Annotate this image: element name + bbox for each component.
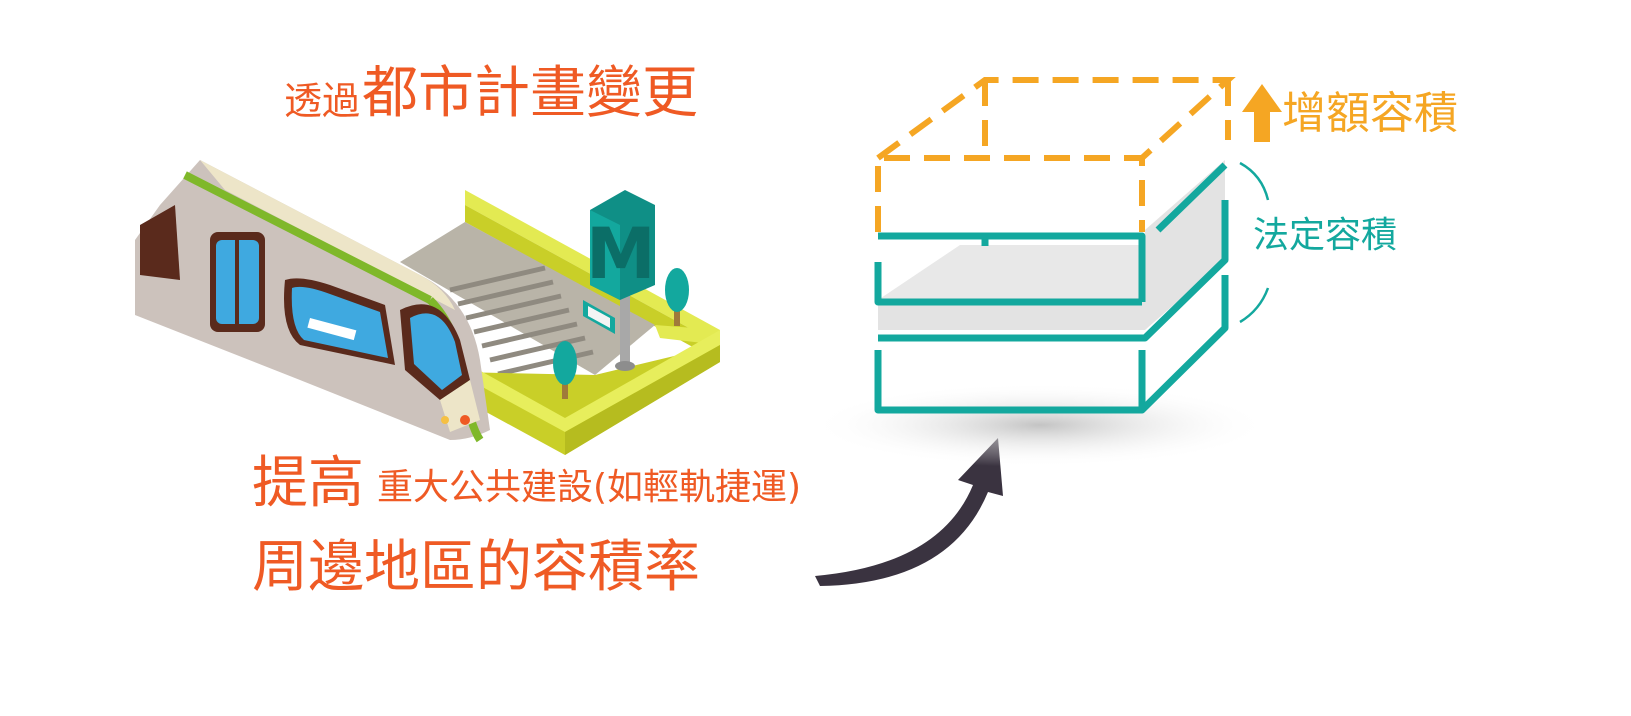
building-volume-diagram: [810, 77, 1282, 467]
caption-line3: 周邊地區的容積率: [252, 535, 700, 600]
caption-line2-rest: 重大公共建設(如輕軌捷運): [377, 467, 802, 508]
legal-far-label: 法定容積: [1253, 215, 1398, 256]
metro-station-entrance-icon: M: [400, 190, 720, 455]
up-arrow-icon: [1242, 84, 1282, 142]
increase-far-label: 增額容積: [1282, 88, 1458, 139]
metro-sign-letter: M: [586, 213, 656, 295]
caption-line2-main: 提高: [252, 451, 364, 516]
title-main: 都市計畫變更: [362, 61, 698, 126]
title-prefix: 透過: [284, 79, 361, 123]
light-rail-train-icon: [135, 160, 490, 443]
